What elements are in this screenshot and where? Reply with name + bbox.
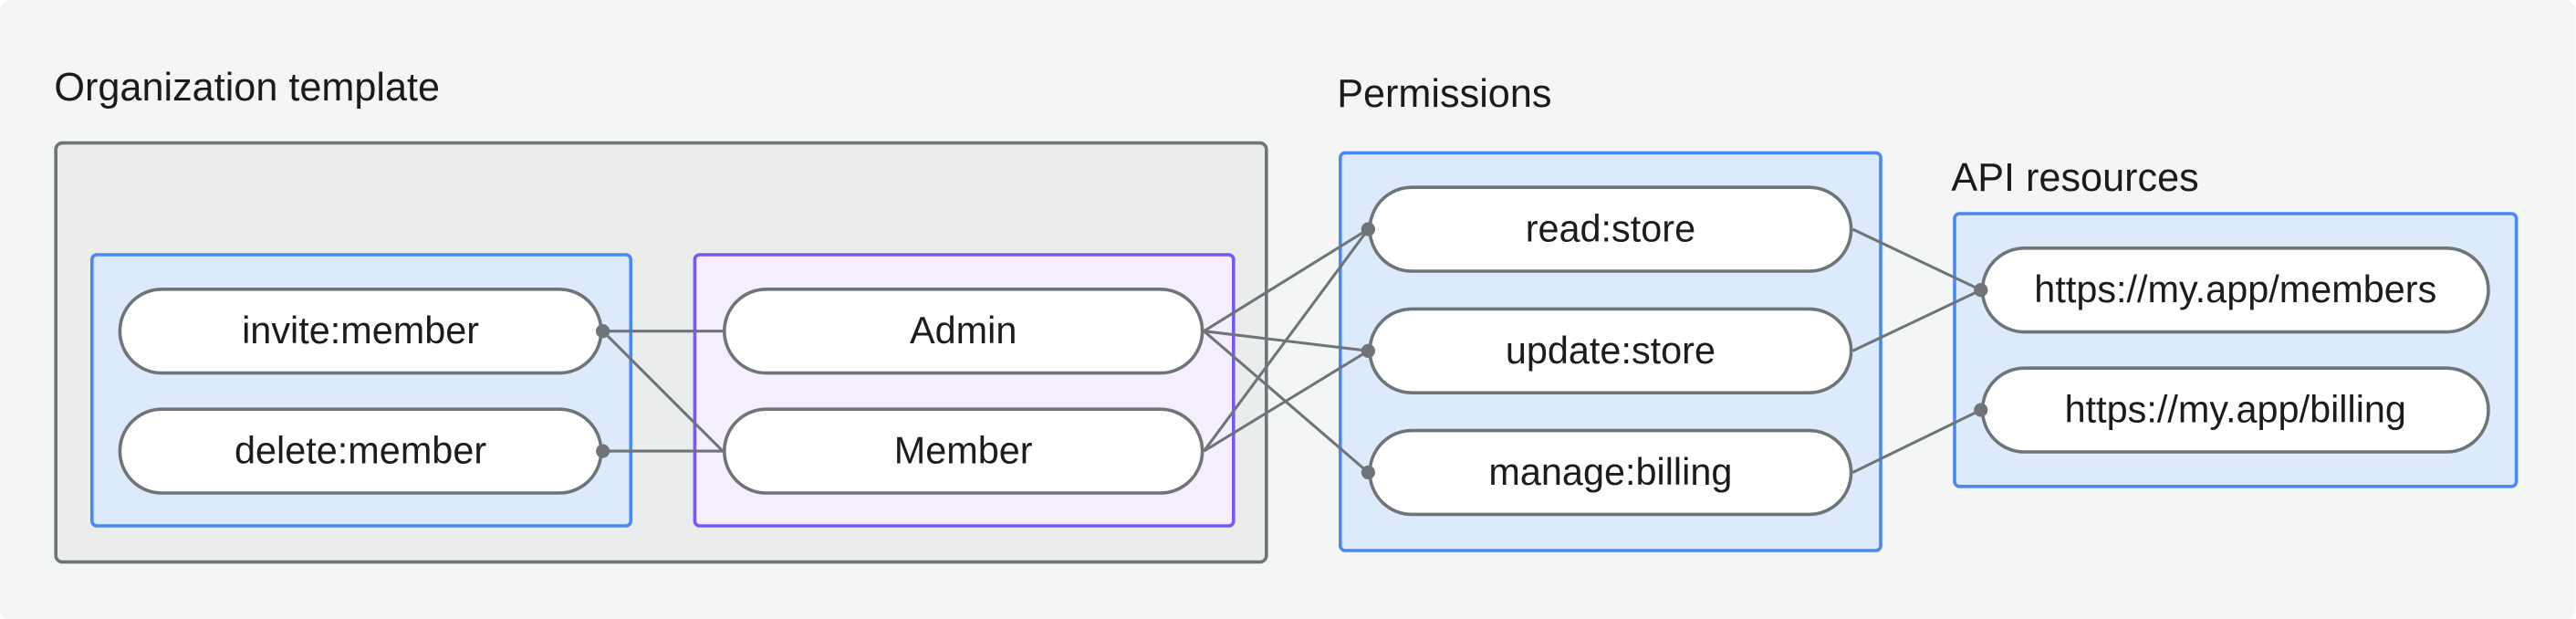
- node-admin-role: Admin: [723, 288, 1205, 375]
- node-member-role: Member: [723, 407, 1205, 495]
- node-api-members-url: https://my.app/members: [1980, 247, 2490, 334]
- node-manage-billing: manage:billing: [1368, 428, 1853, 517]
- node-update-store: update:store: [1368, 307, 1853, 394]
- permissions-label: Permissions: [1337, 72, 1552, 117]
- org-template-label: Organization template: [54, 66, 441, 110]
- node-invite-member: invite:member: [118, 288, 603, 375]
- node-api-billing-url: https://my.app/billing: [1980, 366, 2490, 454]
- api-resources-label: API resources: [1951, 156, 2199, 201]
- node-read-store: read:store: [1368, 185, 1853, 273]
- node-delete-member: delete:member: [118, 407, 603, 495]
